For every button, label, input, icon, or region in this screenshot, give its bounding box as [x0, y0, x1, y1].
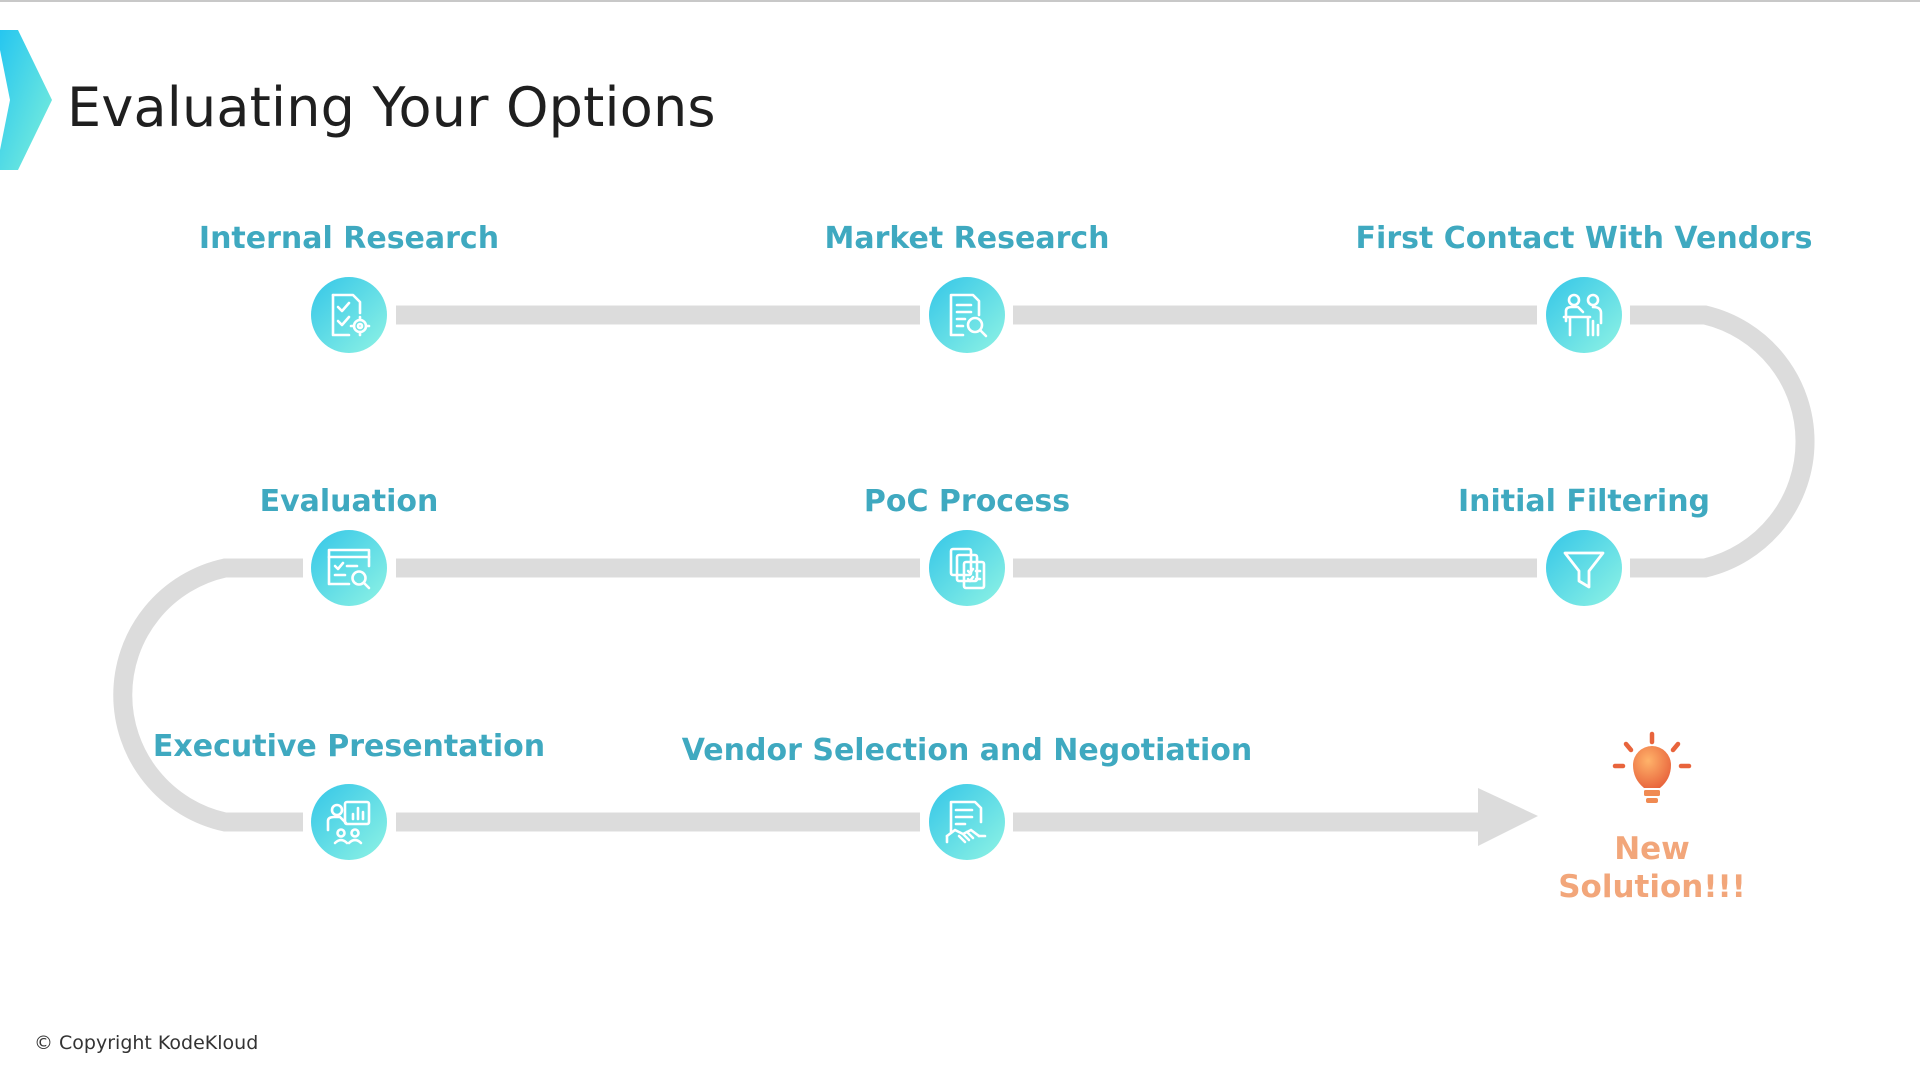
step-icon-vendor-selection — [929, 784, 1005, 860]
browser-search-icon — [327, 548, 371, 590]
lightbulb-icon — [1612, 731, 1692, 803]
step-label-executive-presentation: Executive Presentation — [152, 729, 546, 764]
brand-chevron-icon — [0, 30, 52, 170]
document-gear-icon — [331, 293, 371, 337]
outcome-label: New Solution!!! — [1558, 830, 1746, 906]
documents-checklist-icon — [949, 547, 986, 590]
contract-handshake-icon — [945, 800, 987, 844]
outcome-label-line2: Solution!!! — [1558, 869, 1746, 905]
top-border-line — [0, 0, 1920, 2]
step-icon-evaluation — [311, 530, 387, 606]
step-label-internal-research: Internal Research — [198, 221, 500, 256]
presenter-chart-icon — [326, 800, 371, 845]
step-icon-executive-presentation — [311, 784, 387, 860]
step-icon-internal-research — [311, 277, 387, 353]
step-label-poc-process: PoC Process — [863, 484, 1071, 519]
step-icon-first-contact — [1546, 277, 1622, 353]
document-search-icon — [949, 293, 988, 338]
step-label-first-contact: First Contact With Vendors — [1355, 221, 1813, 256]
flow-arrowhead — [1478, 788, 1538, 846]
step-icon-initial-filtering — [1546, 530, 1622, 606]
filter-icon — [1563, 551, 1605, 589]
step-icon-market-research — [929, 277, 1005, 353]
step-label-vendor-selection: Vendor Selection and Negotiation — [681, 733, 1253, 768]
step-label-evaluation: Evaluation — [259, 484, 439, 519]
outcome-label-line1: New — [1614, 831, 1690, 867]
step-label-initial-filtering: Initial Filtering — [1457, 484, 1711, 519]
step-icon-poc-process — [929, 530, 1005, 606]
footer-copyright: © Copyright KodeKloud — [34, 1032, 259, 1054]
step-label-market-research: Market Research — [824, 221, 1110, 256]
page-title: Evaluating Your Options — [67, 76, 716, 139]
flow-connector — [113, 305, 1815, 832]
meeting-icon — [1562, 293, 1603, 337]
